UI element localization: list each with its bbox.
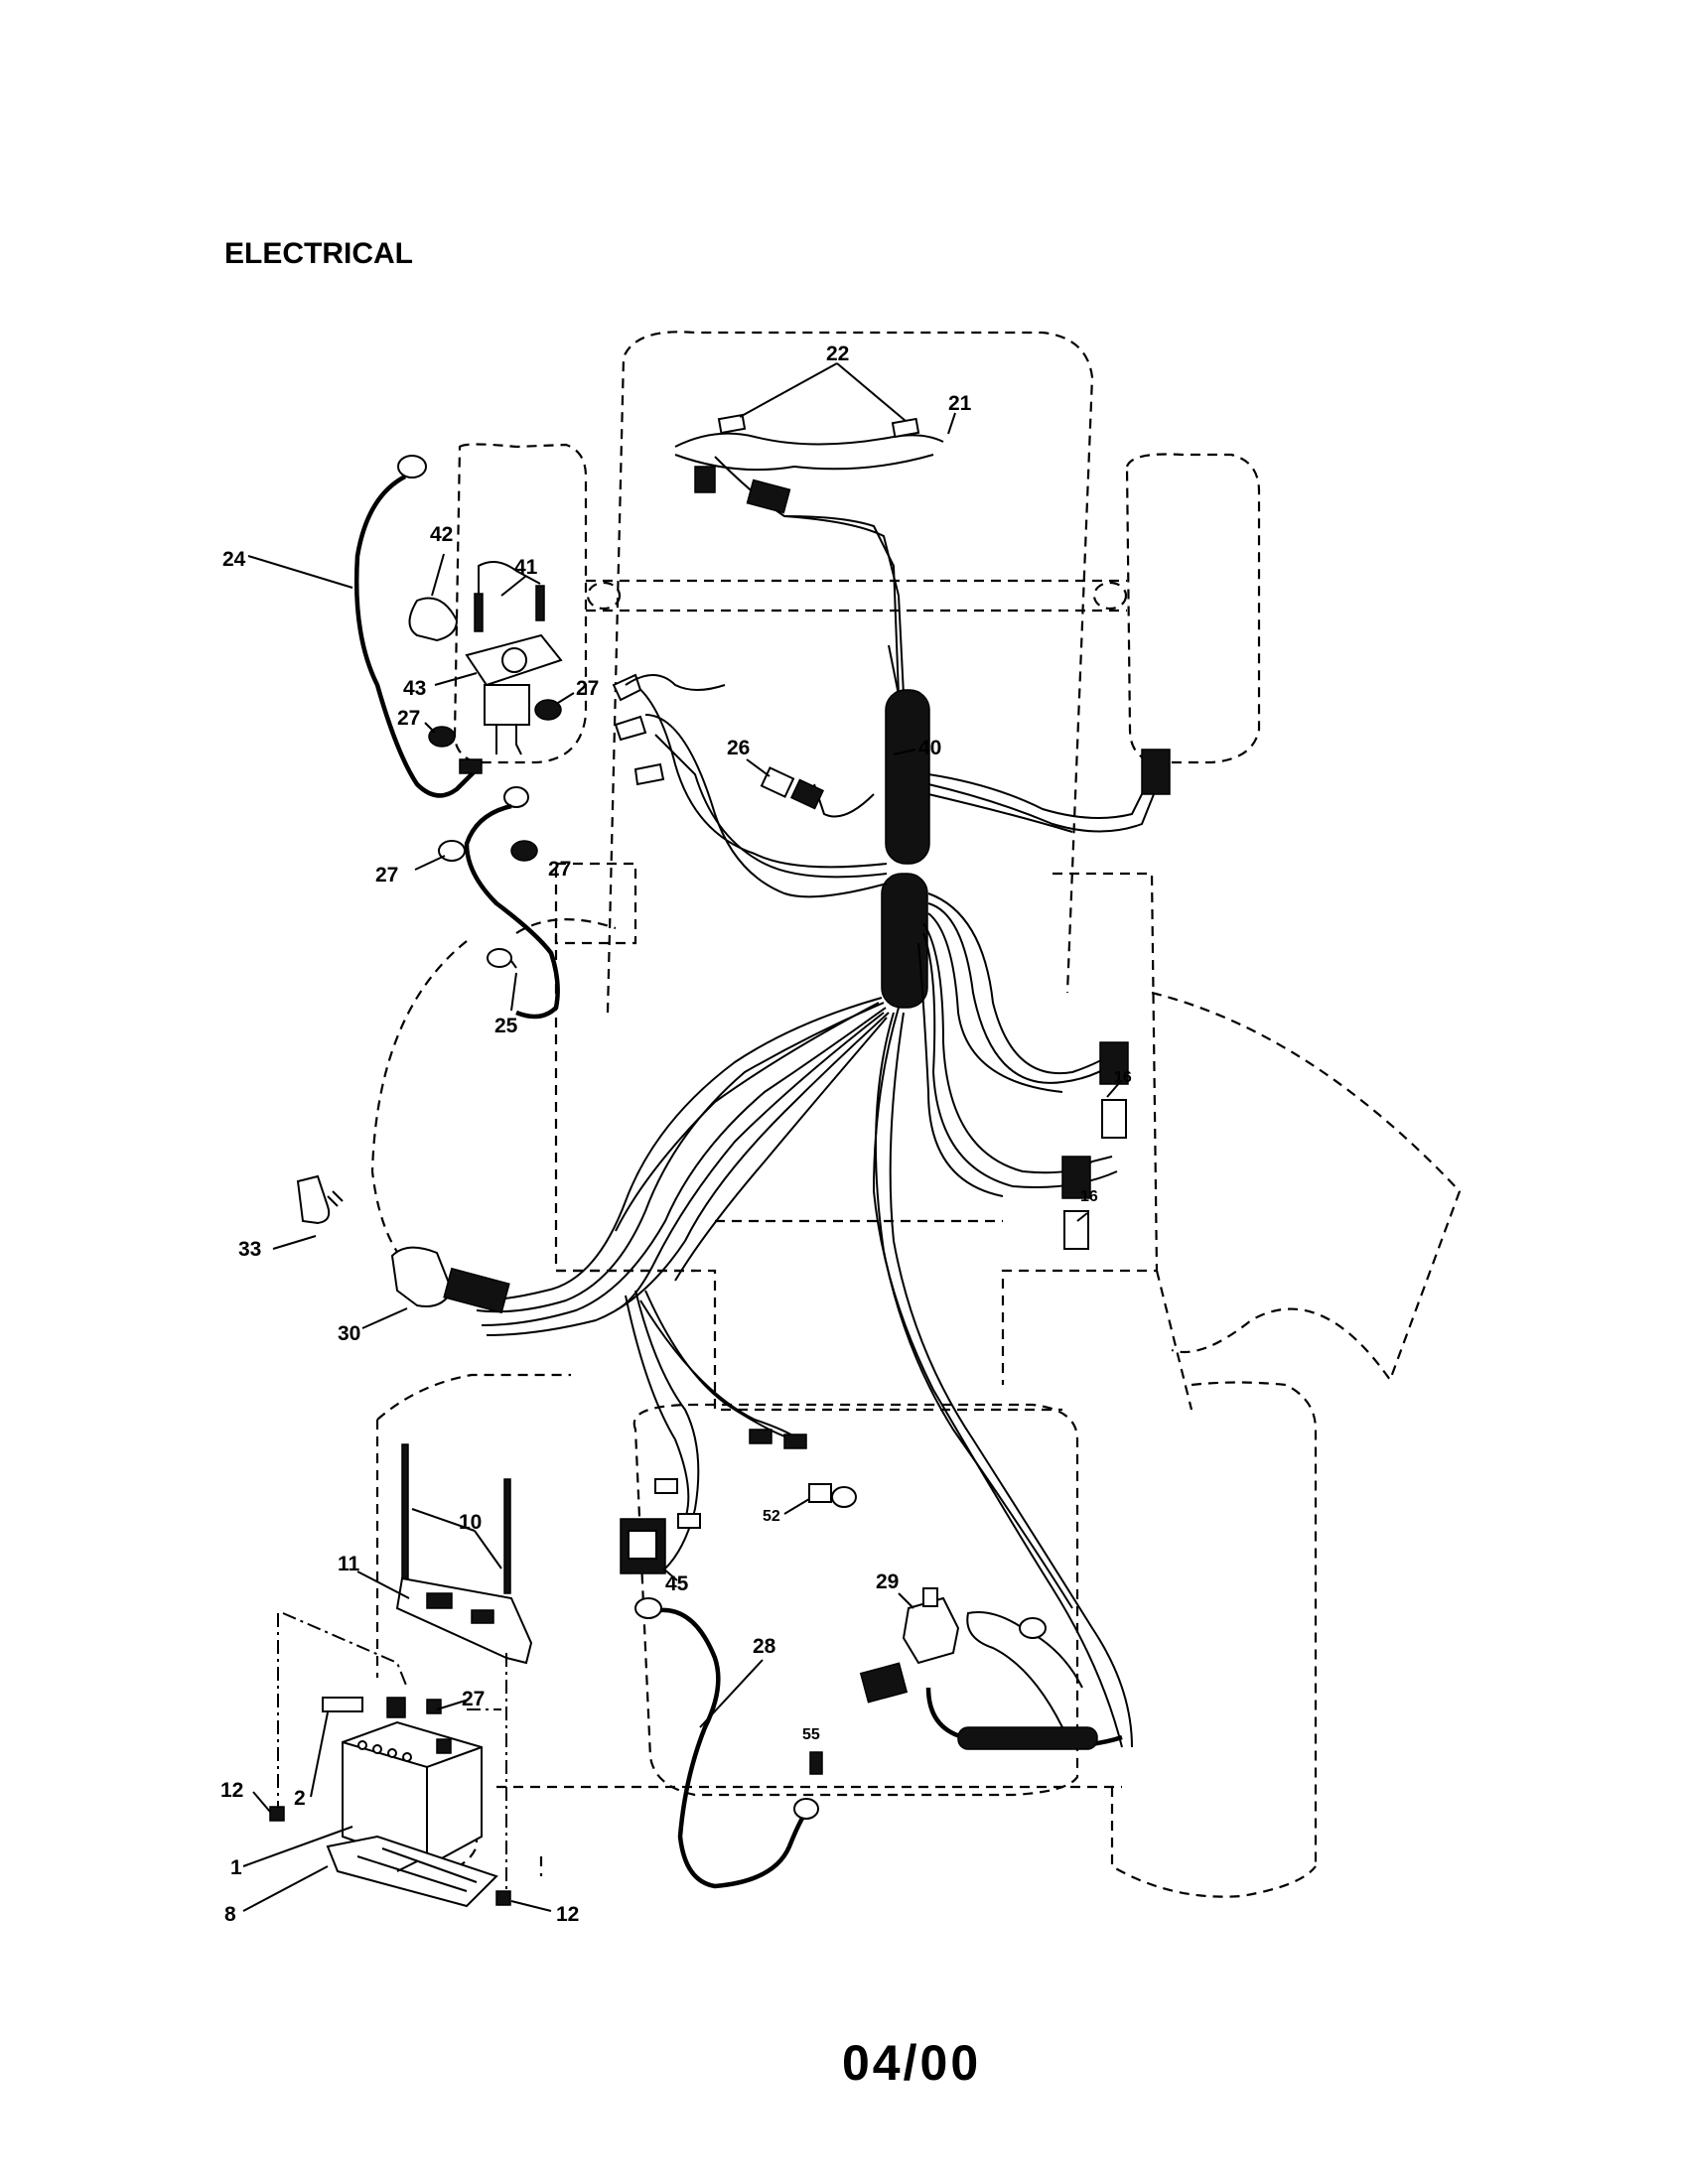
battery-cable-24 bbox=[353, 455, 483, 798]
callout-12-b: 12 bbox=[556, 1903, 579, 1926]
connector-26a bbox=[760, 766, 795, 798]
bolt-55 bbox=[809, 1751, 823, 1775]
battery-terminal-hardware bbox=[322, 1697, 442, 1718]
callout-43: 43 bbox=[403, 677, 426, 700]
callout-27-e: 27 bbox=[462, 1688, 485, 1710]
page-title: ELECTRICAL bbox=[224, 237, 413, 270]
connector-26b bbox=[789, 778, 825, 810]
page-code: 04/00 bbox=[842, 2035, 981, 2091]
battery-hold-down bbox=[395, 1443, 533, 1665]
callout-42: 42 bbox=[430, 523, 453, 546]
callout-29: 29 bbox=[876, 1570, 899, 1593]
callout-26: 26 bbox=[727, 737, 750, 759]
callout-25: 25 bbox=[494, 1015, 518, 1037]
callout-16-a: 16 bbox=[1114, 1069, 1132, 1086]
seat-switch-connector-a bbox=[1099, 1041, 1129, 1085]
solenoid-43 bbox=[465, 561, 563, 755]
callout-30: 30 bbox=[338, 1322, 360, 1345]
callout-27-c: 27 bbox=[375, 864, 398, 887]
callout-10: 10 bbox=[459, 1511, 482, 1534]
wire-terminal-d bbox=[677, 1513, 701, 1529]
callout-33: 33 bbox=[238, 1238, 261, 1261]
wire-terminal-c bbox=[654, 1478, 678, 1494]
key-icon bbox=[296, 1174, 344, 1225]
nuts-27 bbox=[428, 699, 562, 862]
solenoid-boot-42 bbox=[408, 597, 459, 642]
coiled-cord bbox=[957, 1726, 1098, 1750]
callout-24: 24 bbox=[222, 548, 246, 571]
callout-27-a: 27 bbox=[576, 677, 599, 700]
callout-41: 41 bbox=[514, 556, 538, 579]
seat-switch-connector-b bbox=[1061, 1156, 1091, 1199]
callout-labels: 22 21 24 42 41 43 27 27 27 27 25 26 40 1… bbox=[220, 342, 1132, 1926]
callout-28: 28 bbox=[753, 1635, 776, 1658]
callout-55: 55 bbox=[802, 1726, 820, 1743]
seat-switch-plug-a bbox=[1101, 1099, 1127, 1139]
battery-icon bbox=[342, 1720, 483, 1868]
module-45 bbox=[620, 1518, 666, 1574]
ground-ring bbox=[1019, 1617, 1047, 1639]
harness-conduit bbox=[881, 689, 930, 1009]
seat-switch-plug-b bbox=[1063, 1210, 1089, 1250]
callout-40: 40 bbox=[918, 737, 941, 759]
callout-52: 52 bbox=[763, 1508, 780, 1525]
wire-terminal-b bbox=[783, 1433, 807, 1449]
ground-cable-28 bbox=[634, 1597, 819, 1889]
ignition-switch-icon bbox=[390, 1246, 510, 1314]
callout-16-b: 16 bbox=[1080, 1188, 1098, 1205]
callout-22: 22 bbox=[826, 342, 849, 365]
callout-27-b: 27 bbox=[397, 707, 420, 730]
switch-29 bbox=[859, 1587, 960, 1704]
callout-27-d: 27 bbox=[548, 858, 571, 881]
callout-45: 45 bbox=[665, 1572, 689, 1595]
connector-52 bbox=[808, 1483, 857, 1508]
callout-2: 2 bbox=[294, 1787, 306, 1810]
battery-tray bbox=[326, 1835, 498, 1908]
wire-terminal-a bbox=[749, 1429, 772, 1444]
starter-cable-25 bbox=[464, 786, 560, 1020]
callout-8: 8 bbox=[224, 1903, 236, 1926]
callout-12-a: 12 bbox=[220, 1779, 243, 1802]
callout-11: 11 bbox=[338, 1553, 360, 1575]
callout-21: 21 bbox=[948, 392, 972, 415]
tractor-outline bbox=[370, 331, 1462, 1898]
headlight-bulbs bbox=[694, 413, 920, 514]
right-connector bbox=[1141, 749, 1171, 795]
callout-1: 1 bbox=[230, 1856, 242, 1879]
wire-harness bbox=[476, 432, 1171, 1750]
